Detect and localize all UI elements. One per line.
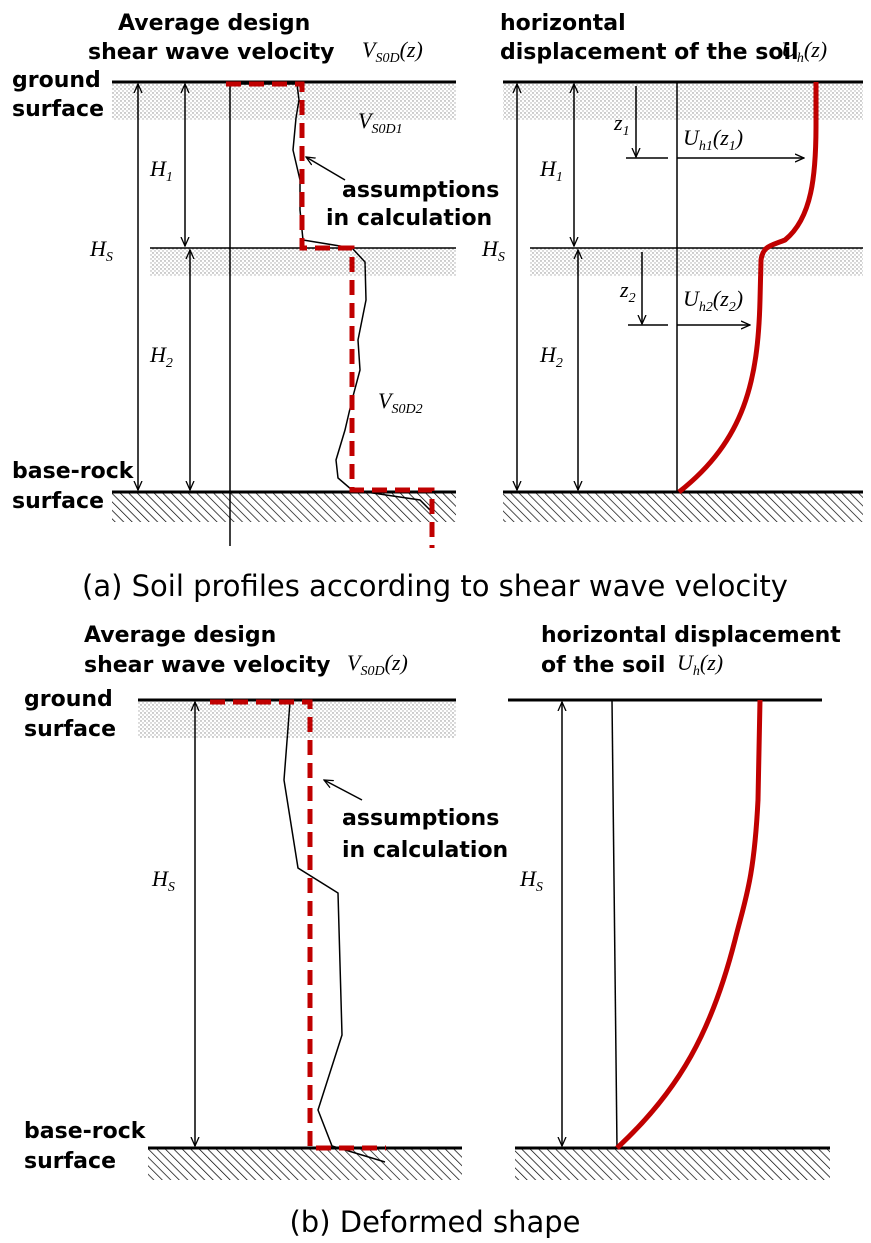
panel-b-left: Average design shear wave velocity VS0D(…	[24, 623, 508, 1180]
displacement-symbol: Uh(z)	[781, 37, 827, 66]
h1-label: H1	[539, 156, 563, 185]
displacement-curve	[615, 699, 763, 1150]
vs1-label: VS0D1	[358, 108, 403, 137]
vs2-label: VS0D2	[378, 388, 423, 417]
displacement-title-line1: horizontal displacement	[541, 623, 841, 648]
base-rock-label-2: surface	[12, 489, 104, 514]
displacement-curve	[677, 82, 819, 494]
displacement-title-line1: horizontal	[500, 11, 626, 36]
ground-surface-label-2: surface	[24, 717, 116, 742]
assumption-label-1: assumptions	[342, 178, 499, 203]
base-rock-hatch	[503, 492, 863, 522]
base-rock-hatch	[112, 492, 456, 522]
base-rock-hatch	[148, 1148, 462, 1180]
assumption-pointer-arrow	[324, 780, 363, 801]
uh1-label: Uh1(z1)	[683, 125, 743, 154]
layer-boundary-soil	[530, 248, 863, 276]
velocity-title-line2: shear wave velocity	[88, 40, 334, 65]
caption-a: (a) Soil profiles according to shear wav…	[82, 569, 788, 603]
base-rock-label-1: base-rock	[24, 1119, 147, 1144]
assumption-label-2: in calculation	[342, 838, 508, 863]
h2-label: H2	[539, 342, 563, 371]
uh2-label: Uh2(z2)	[683, 286, 743, 315]
axis-line	[611, 699, 618, 1149]
hs-label: HS	[89, 236, 113, 265]
ground-soil-layer	[138, 700, 456, 738]
displacement-title-line2: displacement of the soil	[500, 40, 799, 65]
ground-surface-label-1: ground	[12, 68, 101, 93]
displacement-title-line2: of the soil	[541, 653, 665, 678]
velocity-profile-line	[230, 83, 433, 513]
base-rock-label-2: surface	[24, 1149, 116, 1174]
z2-label: z2	[619, 277, 636, 306]
ground-surface-label-1: ground	[24, 687, 113, 712]
base-rock-label-1: base-rock	[12, 459, 135, 484]
panel-b-right: horizontal displacement of the soil Uh(z…	[508, 623, 841, 1180]
assumption-label-2: in calculation	[326, 206, 492, 231]
velocity-symbol: VS0D(z)	[362, 37, 423, 66]
assumed-velocity-dashed-line	[226, 81, 435, 548]
hs-label: HS	[151, 866, 175, 895]
z1-label: z1	[613, 110, 630, 139]
panel-a-right: horizontal displacement of the soil Uh(z…	[481, 11, 863, 522]
ground-soil-layer	[112, 82, 456, 120]
panel-a-left: Average design shear wave velocity VS0D(…	[12, 11, 499, 548]
velocity-title-line2: shear wave velocity	[84, 653, 330, 678]
ground-surface-label-2: surface	[12, 97, 104, 122]
velocity-title-line1: Average design	[118, 11, 310, 36]
velocity-title-line1: Average design	[84, 623, 276, 648]
layer-boundary-soil	[150, 248, 456, 276]
assumption-pointer-arrow	[306, 157, 346, 181]
displacement-symbol: Uh(z)	[677, 650, 723, 679]
base-rock-hatch	[515, 1148, 830, 1180]
velocity-profile-line	[283, 701, 386, 1163]
ground-soil-layer	[503, 82, 863, 120]
assumed-velocity-dashed-line	[210, 699, 386, 1151]
caption-b: (b) Deformed shape	[289, 1205, 580, 1239]
assumption-label-1: assumptions	[342, 806, 499, 831]
h1-label: H1	[149, 156, 173, 185]
h2-label: H2	[149, 342, 173, 371]
velocity-symbol: VS0D(z)	[347, 650, 408, 679]
hs-label: HS	[481, 236, 505, 265]
hs-label: HS	[519, 866, 543, 895]
